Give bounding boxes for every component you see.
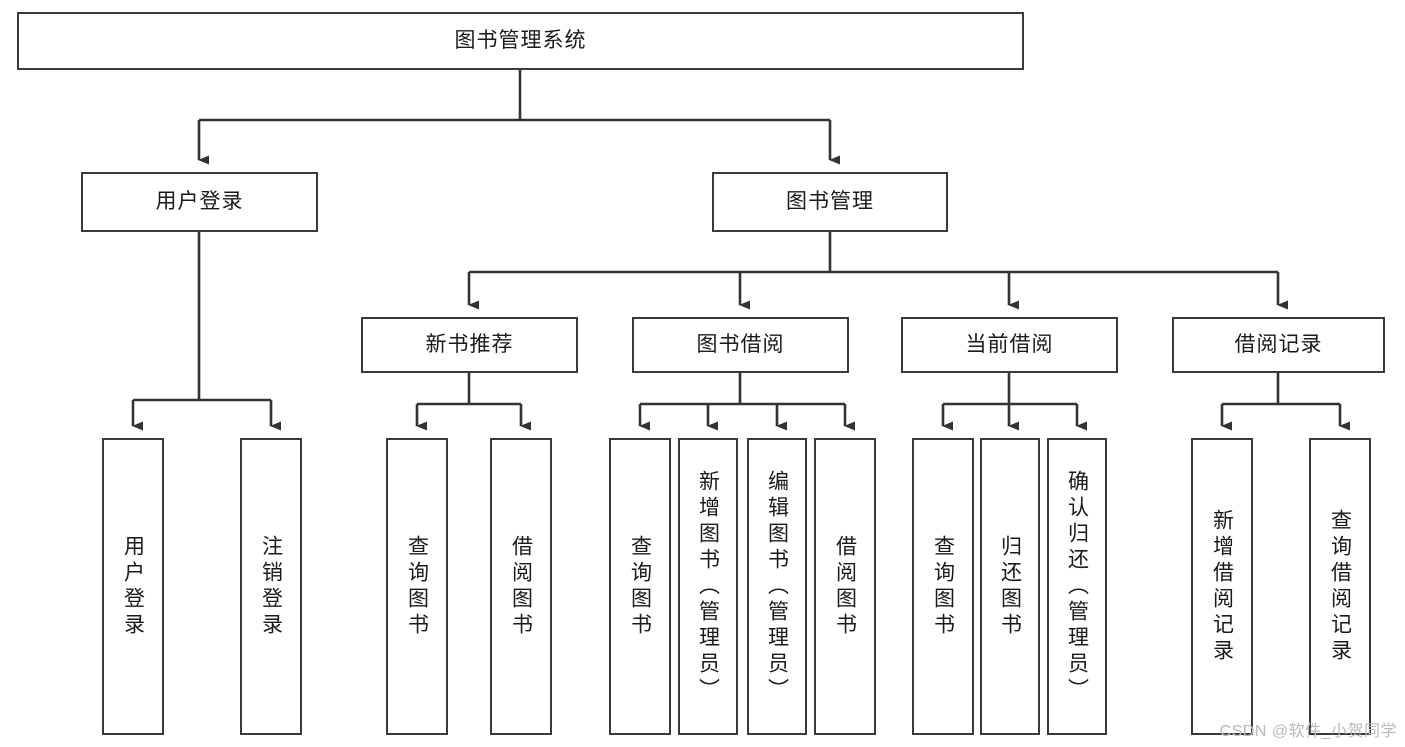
leaf-current-confirm-return-admin[interactable]: 确认归还（管理员） xyxy=(1047,438,1107,735)
leaf-current-return-book[interactable]: 归还图书 xyxy=(980,438,1040,735)
node-user-login[interactable]: 用户登录 xyxy=(81,172,318,232)
node-book-management-label: 图书管理 xyxy=(786,190,874,214)
leaf-recommend-borrow-book-label: 借阅图书 xyxy=(509,534,533,639)
leaf-recommend-borrow-book[interactable]: 借阅图书 xyxy=(490,438,552,735)
leaf-borrow-add-book-admin-label: 新增图书（管理员） xyxy=(696,469,720,704)
leaf-current-query-book[interactable]: 查询图书 xyxy=(912,438,974,735)
leaf-borrow-add-book-admin[interactable]: 新增图书（管理员） xyxy=(678,438,738,735)
leaf-borrow-query-book[interactable]: 查询图书 xyxy=(609,438,671,735)
node-user-login-label: 用户登录 xyxy=(155,190,244,214)
leaf-borrow-edit-book-admin[interactable]: 编辑图书（管理员） xyxy=(747,438,807,735)
leaf-current-return-book-label: 归还图书 xyxy=(998,534,1022,639)
leaf-records-query-record-label: 查询借阅记录 xyxy=(1328,508,1352,665)
leaf-user-login-signout[interactable]: 注销登录 xyxy=(240,438,302,735)
leaf-user-login-signin-label: 用户登录 xyxy=(121,534,145,639)
leaf-recommend-query-book[interactable]: 查询图书 xyxy=(386,438,448,735)
node-book-borrow[interactable]: 图书借阅 xyxy=(632,317,849,373)
leaf-borrow-edit-book-admin-label: 编辑图书（管理员） xyxy=(765,469,789,704)
node-current-borrow[interactable]: 当前借阅 xyxy=(901,317,1118,373)
leaf-user-login-signin[interactable]: 用户登录 xyxy=(102,438,164,735)
leaf-user-login-signout-label: 注销登录 xyxy=(259,534,283,639)
leaf-records-query-record[interactable]: 查询借阅记录 xyxy=(1309,438,1371,735)
node-current-borrow-label: 当前借阅 xyxy=(965,333,1054,357)
node-book-borrow-label: 图书借阅 xyxy=(696,333,785,357)
node-new-book-recommend[interactable]: 新书推荐 xyxy=(361,317,578,373)
node-book-management[interactable]: 图书管理 xyxy=(712,172,948,232)
leaf-borrow-borrow-book[interactable]: 借阅图书 xyxy=(814,438,876,735)
leaf-borrow-borrow-book-label: 借阅图书 xyxy=(833,534,857,639)
leaf-current-query-book-label: 查询图书 xyxy=(931,534,955,639)
node-borrow-records[interactable]: 借阅记录 xyxy=(1172,317,1385,373)
node-new-book-recommend-label: 新书推荐 xyxy=(425,333,514,357)
leaf-recommend-query-book-label: 查询图书 xyxy=(405,534,429,639)
node-borrow-records-label: 借阅记录 xyxy=(1234,333,1323,357)
node-root-system-label: 图书管理系统 xyxy=(454,29,587,53)
leaf-borrow-query-book-label: 查询图书 xyxy=(628,534,652,639)
node-root-system[interactable]: 图书管理系统 xyxy=(17,12,1024,70)
leaf-records-add-record[interactable]: 新增借阅记录 xyxy=(1191,438,1253,735)
leaf-records-add-record-label: 新增借阅记录 xyxy=(1210,508,1234,665)
leaf-current-confirm-return-admin-label: 确认归还（管理员） xyxy=(1065,469,1089,704)
